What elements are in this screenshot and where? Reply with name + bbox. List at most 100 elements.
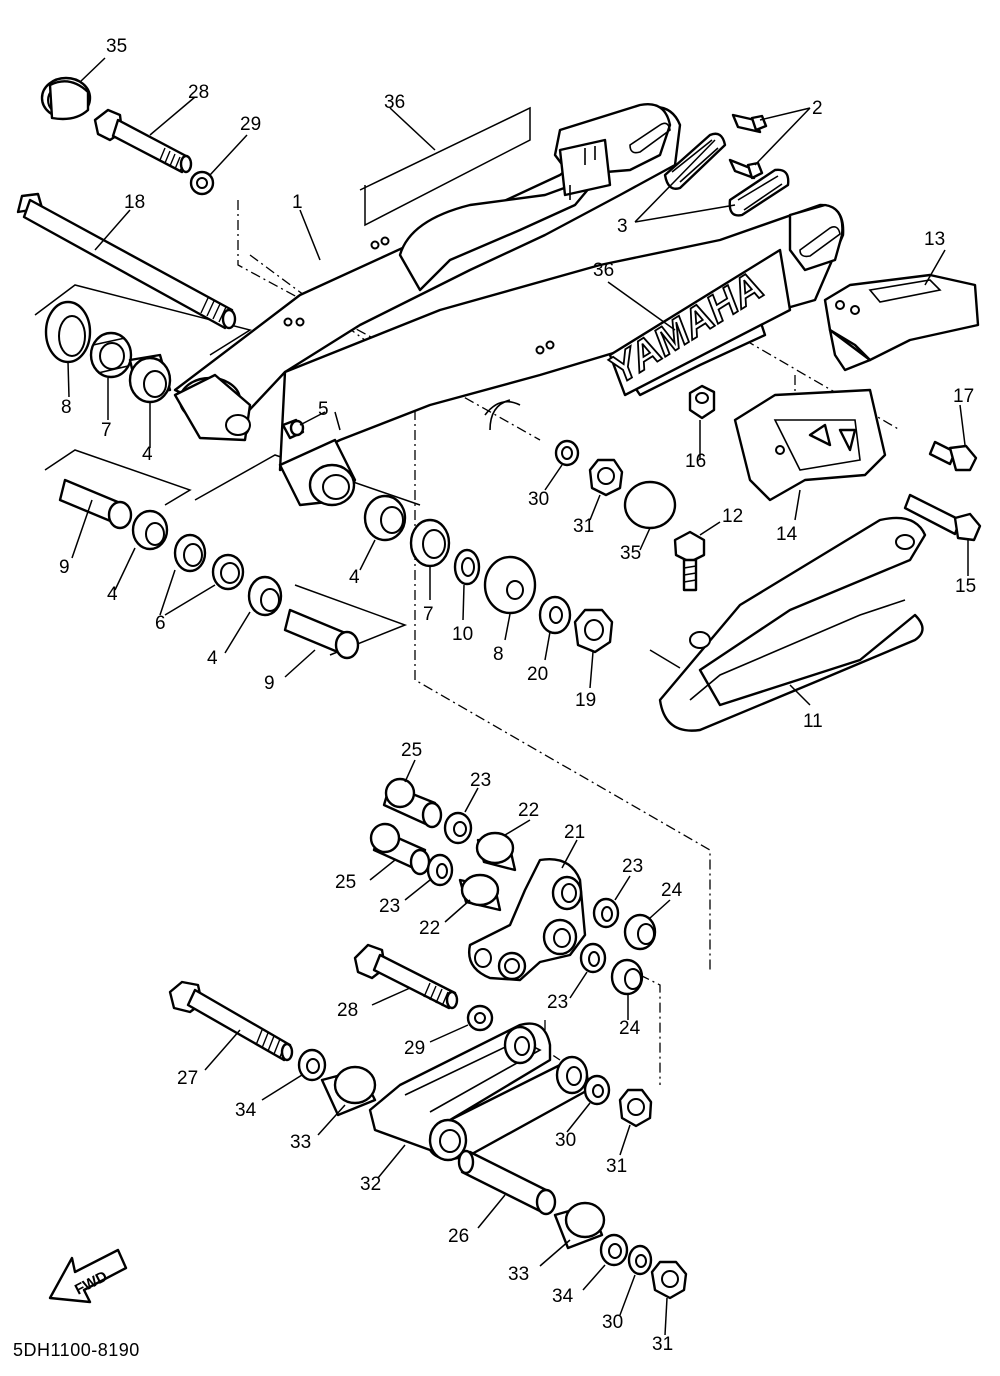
callout-8-center: 8 <box>493 644 504 665</box>
washer-10 <box>453 548 481 586</box>
callout-19: 19 <box>575 690 596 711</box>
callout-11: 11 <box>803 711 823 732</box>
collar-4-left <box>128 353 172 404</box>
collar-4-mid2 <box>247 575 283 617</box>
callout-18: 18 <box>124 192 145 213</box>
callout-30-top: 30 <box>528 489 549 510</box>
callout-14: 14 <box>776 524 798 545</box>
callout-35-top: 35 <box>106 36 127 57</box>
chain-guide-14 <box>733 388 887 502</box>
bushing-25-a <box>382 777 443 829</box>
washer-20 <box>538 595 572 635</box>
callout-36-mid: 36 <box>593 260 614 281</box>
callout-33-b: 33 <box>508 1264 529 1285</box>
chain-guide-13 <box>823 273 980 372</box>
link-21 <box>468 858 587 982</box>
callout-7-center: 7 <box>423 604 434 625</box>
collar-33-b <box>553 1201 606 1250</box>
connecting-rod-32 <box>368 1022 590 1162</box>
nut-16 <box>688 384 716 420</box>
callout-22-b: 22 <box>419 918 440 939</box>
callout-30-bottom: 30 <box>602 1312 623 1333</box>
nut-19 <box>573 608 614 654</box>
collar-24-b <box>610 958 644 996</box>
callout-25-a: 25 <box>401 740 422 761</box>
collar-26 <box>457 1149 557 1216</box>
callout-2: 2 <box>812 98 823 119</box>
callout-5: 5 <box>318 399 329 420</box>
arm-11 <box>658 516 927 732</box>
callout-32: 32 <box>360 1174 381 1195</box>
bearing-6-a <box>173 533 207 573</box>
cap-35-top <box>40 76 92 121</box>
callout-9-right: 9 <box>264 673 275 694</box>
callout-29-top: 29 <box>240 114 261 135</box>
callout-13: 13 <box>924 229 945 250</box>
washer-23-b <box>426 853 454 887</box>
washer-30-bottom <box>627 1244 653 1276</box>
collar-4-center <box>363 494 407 542</box>
washer-23-d <box>579 942 607 974</box>
callout-20: 20 <box>527 664 548 685</box>
callout-9-left: 9 <box>59 557 70 578</box>
callout-7-left: 7 <box>101 420 112 441</box>
fwd-arrow-icon: FWD <box>48 1248 128 1304</box>
callout-28-lower: 28 <box>337 1000 358 1021</box>
washer-23-c <box>592 897 620 929</box>
washer-30-top <box>554 439 580 467</box>
nut-31-top <box>588 458 624 497</box>
screw-5 <box>281 418 305 440</box>
callout-12: 12 <box>722 506 743 527</box>
callout-36-top: 36 <box>384 92 405 113</box>
callout-8-left: 8 <box>61 397 72 418</box>
callout-29-lower: 29 <box>404 1038 425 1059</box>
collar-22-a <box>475 831 517 872</box>
washer-29-top <box>189 170 215 196</box>
callout-23-b: 23 <box>379 896 400 917</box>
callout-21: 21 <box>564 822 585 843</box>
callout-24-b: 24 <box>619 1018 641 1039</box>
callout-31-top: 31 <box>573 516 594 537</box>
bearing-6-b <box>211 553 245 591</box>
callout-28-top: 28 <box>188 82 209 103</box>
callout-24-a: 24 <box>661 880 683 901</box>
washer-29-lower <box>466 1004 494 1032</box>
callout-6: 6 <box>155 613 166 634</box>
plates-3 <box>663 132 790 217</box>
callout-23-c: 23 <box>622 856 643 877</box>
washer-34-b <box>599 1233 629 1267</box>
callout-4-mid1: 4 <box>107 584 118 605</box>
cap-35-right <box>623 480 677 530</box>
callout-27: 27 <box>177 1068 198 1089</box>
washer-30-mid <box>583 1074 611 1106</box>
bearing-7-left <box>89 331 133 379</box>
bolt-28-lower <box>353 943 459 1010</box>
collar-33-a <box>320 1065 377 1117</box>
bolt-17 <box>928 440 978 472</box>
collar-9-right <box>283 608 360 660</box>
seal-8-center <box>483 555 537 615</box>
collar-9-left <box>58 478 133 530</box>
callout-26: 26 <box>448 1226 469 1247</box>
bearing-7-center <box>409 518 451 568</box>
bolt-28-top <box>93 108 193 174</box>
collar-4-mid1 <box>131 509 169 551</box>
seal-8-left <box>44 300 92 364</box>
screws-2 <box>728 113 768 180</box>
pivot-shaft-18 <box>16 192 237 330</box>
bolt-12 <box>673 530 706 592</box>
bolt-27 <box>168 980 294 1062</box>
washer-23-a <box>443 811 473 845</box>
bushing-25-b <box>369 822 431 876</box>
callout-23-d: 23 <box>547 992 568 1013</box>
leader-lines <box>67 57 969 1336</box>
callout-1: 1 <box>292 192 303 213</box>
callout-34-a: 34 <box>235 1100 257 1121</box>
callout-35-right: 35 <box>620 543 641 564</box>
nut-31-bottom <box>650 1260 688 1300</box>
callout-25-b: 25 <box>335 872 356 893</box>
callout-31-mid: 31 <box>606 1156 627 1177</box>
callout-3: 3 <box>617 216 628 237</box>
callout-10: 10 <box>452 624 473 645</box>
